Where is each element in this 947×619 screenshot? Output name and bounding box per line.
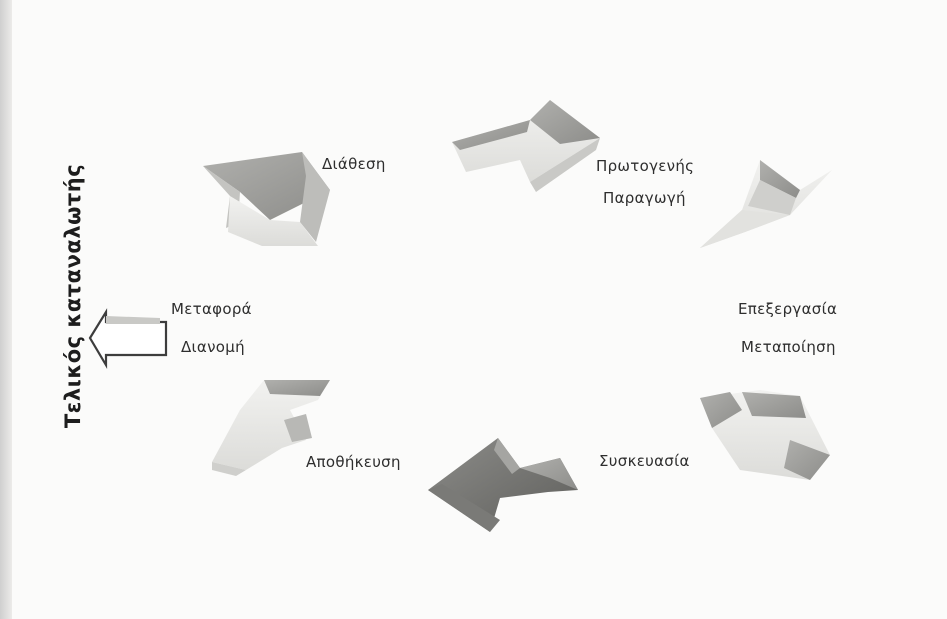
label-transport-1: Μεταφορά (171, 300, 252, 318)
label-processing-1: Επεξεργασία (738, 300, 837, 318)
arrow-processing (700, 160, 832, 248)
label-disposal: Διάθεση (322, 155, 386, 173)
consumer-arrow (90, 312, 166, 365)
label-primary-production-2: Παραγωγή (603, 189, 686, 207)
arrow-primary-production (452, 100, 600, 192)
label-transport-2: Διανομή (181, 338, 245, 356)
label-storage: Αποθήκευση (306, 453, 401, 471)
label-processing-2: Μεταποίηση (741, 338, 836, 356)
label-primary-production-1: Πρωτογενής (596, 157, 694, 175)
arrow-packaging (700, 390, 830, 480)
arrow-storage-dark (428, 438, 578, 532)
label-packaging: Συσκευασία (599, 452, 690, 470)
arrow-disposal (203, 152, 330, 246)
